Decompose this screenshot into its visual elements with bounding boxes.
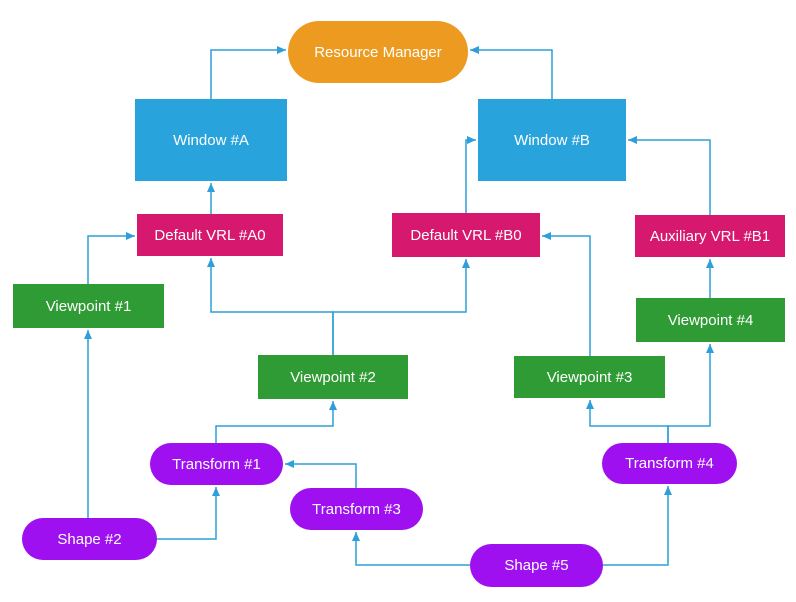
edge-transform-4-to-viewpoint-4	[667, 344, 714, 443]
node-label: Shape #2	[57, 530, 122, 548]
node-viewpoint-2: Viewpoint #2	[258, 355, 408, 399]
edge-viewpoint-2-to-default-vrl-b0	[332, 259, 470, 355]
edge-viewpoint-2-to-default-vrl-a0	[207, 258, 334, 355]
edge-shape-2-to-transform-1	[157, 487, 220, 540]
node-transform-3: Transform #3	[290, 488, 423, 530]
edge-auxiliary-vrl-b1-to-window-b	[628, 136, 711, 215]
node-label: Transform #3	[312, 500, 401, 518]
node-viewpoint-1: Viewpoint #1	[13, 284, 164, 328]
node-default-vrl-b0: Default VRL #B0	[392, 213, 540, 257]
edge-transform-3-to-transform-1	[285, 460, 357, 488]
node-label: Auxiliary VRL #B1	[649, 227, 771, 245]
edge-viewpoint-1-to-default-vrl-a0	[87, 232, 135, 284]
edge-transform-1-to-viewpoint-2	[215, 401, 337, 443]
edge-transform-4-to-viewpoint-3	[586, 400, 669, 443]
node-transform-1: Transform #1	[150, 443, 283, 485]
node-viewpoint-4: Viewpoint #4	[636, 298, 785, 342]
edge-shape-5-to-transform-4	[603, 486, 672, 566]
node-transform-4: Transform #4	[602, 443, 737, 484]
node-label: Transform #4	[625, 455, 714, 472]
edge-shape-5-to-transform-3	[352, 532, 470, 566]
node-label: Viewpoint #4	[667, 311, 754, 329]
edge-default-vrl-b0-to-window-b	[465, 136, 476, 213]
node-label: Viewpoint #2	[290, 368, 376, 386]
node-label: Viewpoint #1	[45, 297, 132, 315]
node-window-b: Window #B	[478, 99, 626, 181]
node-viewpoint-3: Viewpoint #3	[514, 356, 665, 398]
node-label: Window #B	[514, 131, 590, 149]
node-auxiliary-vrl-b1: Auxiliary VRL #B1	[635, 215, 785, 257]
node-label: Viewpoint #3	[546, 368, 633, 386]
edge-window-b-to-resource-manager	[470, 46, 553, 99]
node-shape-5: Shape #5	[470, 544, 603, 587]
node-window-a: Window #A	[135, 99, 287, 181]
edge-window-a-to-resource-manager	[210, 46, 286, 99]
node-label: Shape #5	[504, 557, 569, 574]
node-label: Default VRL #B0	[410, 226, 522, 244]
node-label: Window #A	[173, 131, 249, 149]
node-label: Resource Manager	[314, 43, 442, 61]
edge-viewpoint-3-to-default-vrl-b0	[542, 232, 591, 356]
node-default-vrl-a0: Default VRL #A0	[137, 214, 283, 256]
node-resource-manager: Resource Manager	[288, 21, 468, 83]
node-label: Transform #1	[172, 455, 261, 473]
node-shape-2: Shape #2	[22, 518, 157, 560]
node-label: Default VRL #A0	[154, 226, 266, 244]
